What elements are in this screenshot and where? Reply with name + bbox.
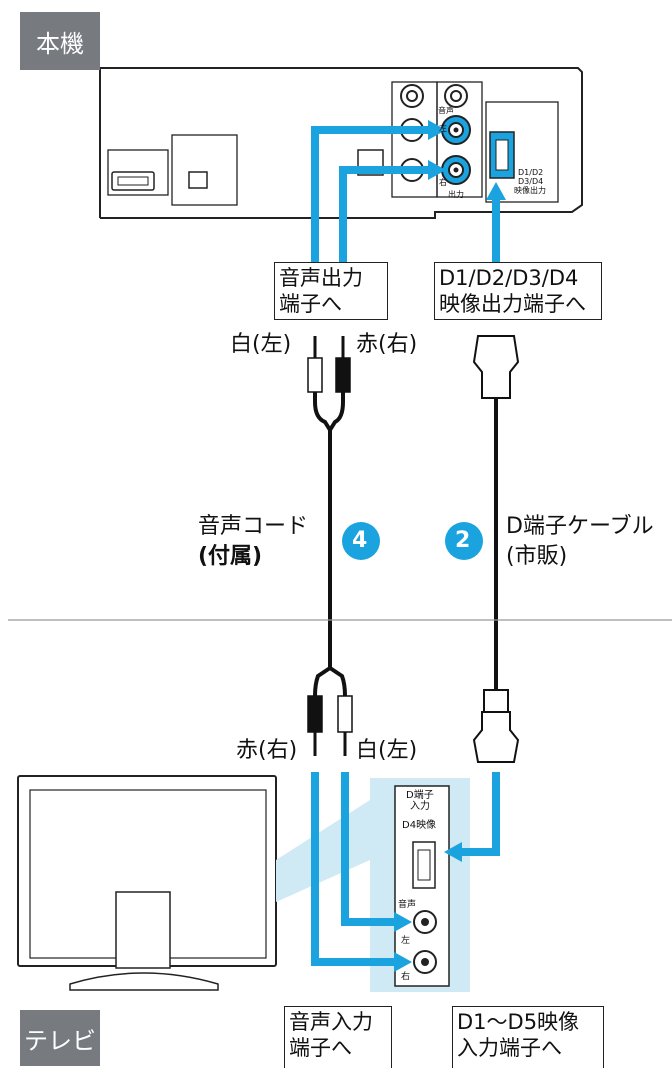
optical-port [188, 171, 208, 189]
plug-label-top-white: 白(左) [230, 332, 292, 357]
unit-output-label: 出力 [448, 190, 464, 199]
audio-plug-bottom-red [307, 695, 323, 756]
audio-in-line-1: 音声入力 [289, 1010, 373, 1034]
tv-left-label: 左 [401, 936, 411, 946]
unit-header: 本機 [20, 12, 100, 70]
tv-audio-label: 音声 [398, 900, 417, 910]
unit-dterm-line-1: D1/D2 [518, 168, 544, 177]
unit-left-label: 左 [439, 124, 447, 133]
video-in-line-1: D1～D5映像 [457, 1010, 580, 1034]
video-out-line-2: 映像出力端子へ [439, 292, 586, 316]
video-out-label-box: D1/D2/D3/D4 映像出力端子へ [434, 262, 602, 320]
video-out-line-1: D1/D2/D3/D4 [439, 266, 579, 290]
d-terminal-cable [472, 335, 520, 763]
blue-guide-arrows-bottom [311, 772, 500, 966]
audio-plug-bottom-white [337, 695, 353, 756]
video-in-line-2: 入力端子へ [457, 1036, 562, 1060]
recorder-rear-panel [99, 67, 583, 219]
tv-d-terminal-in-jack [412, 841, 436, 889]
audio-out-left-jack [441, 115, 471, 145]
cable-number-4-marker [342, 522, 380, 560]
audio-out-label-box: 音声出力 端子へ [274, 262, 388, 320]
audio-in-label-box: 音声入力 端子へ [284, 1006, 392, 1068]
tv-right-label: 右 [401, 972, 411, 982]
plug-label-bottom-white: 白(左) [356, 738, 418, 763]
tv-d-sub: D4映像 [402, 820, 437, 831]
audio-plug-top-red [335, 336, 351, 393]
cable-number-2-marker [445, 522, 483, 560]
unit-audio-heading: 音声 [438, 106, 454, 115]
blue-arrowheads-bottom [394, 842, 462, 972]
blue-arrowheads-top [428, 120, 506, 200]
audio-out-line-1: 音声出力 [279, 266, 363, 290]
audio-out-right-jack [441, 155, 471, 185]
audio-plug-top-white [307, 336, 323, 393]
tv-d-heading-2: 入力 [410, 801, 430, 812]
aux-port [357, 149, 384, 176]
tv-audio-in-right-jack [413, 950, 437, 974]
unit-right-label: 右 [439, 178, 447, 187]
dterm-cable-note: (市販) [506, 544, 568, 569]
dterm-cable-name: D端子ケーブル [506, 514, 654, 539]
cable-number-2: 2 [455, 528, 471, 553]
tv-back [17, 775, 277, 991]
tv-audio-in-left-jack [413, 910, 437, 934]
tv-header: テレビ [20, 1010, 100, 1066]
tv-d-heading-1: D端子 [406, 790, 434, 801]
audio-cable-name: 音声コード [198, 514, 309, 539]
cable-number-4: 4 [352, 528, 368, 553]
blue-guide-arrows-top [311, 126, 500, 262]
unit-dterm-line-2: D3/D4 [518, 177, 544, 186]
tv-panel-zoom-highlight [276, 800, 370, 902]
audio-cable-note: (付属) [198, 544, 263, 569]
audio-cable [313, 392, 347, 697]
plug-label-top-red: 赤(右) [356, 332, 418, 357]
plug-label-bottom-red: 赤(右) [236, 738, 298, 763]
hdmi-port [111, 171, 155, 191]
d-terminal-out-jack [489, 131, 515, 179]
video-in-label-box: D1～D5映像 入力端子へ [452, 1006, 604, 1068]
audio-out-line-2: 端子へ [279, 292, 342, 316]
audio-in-line-2: 端子へ [289, 1036, 352, 1060]
unit-dterm-line-3: 映像出力 [514, 186, 546, 195]
